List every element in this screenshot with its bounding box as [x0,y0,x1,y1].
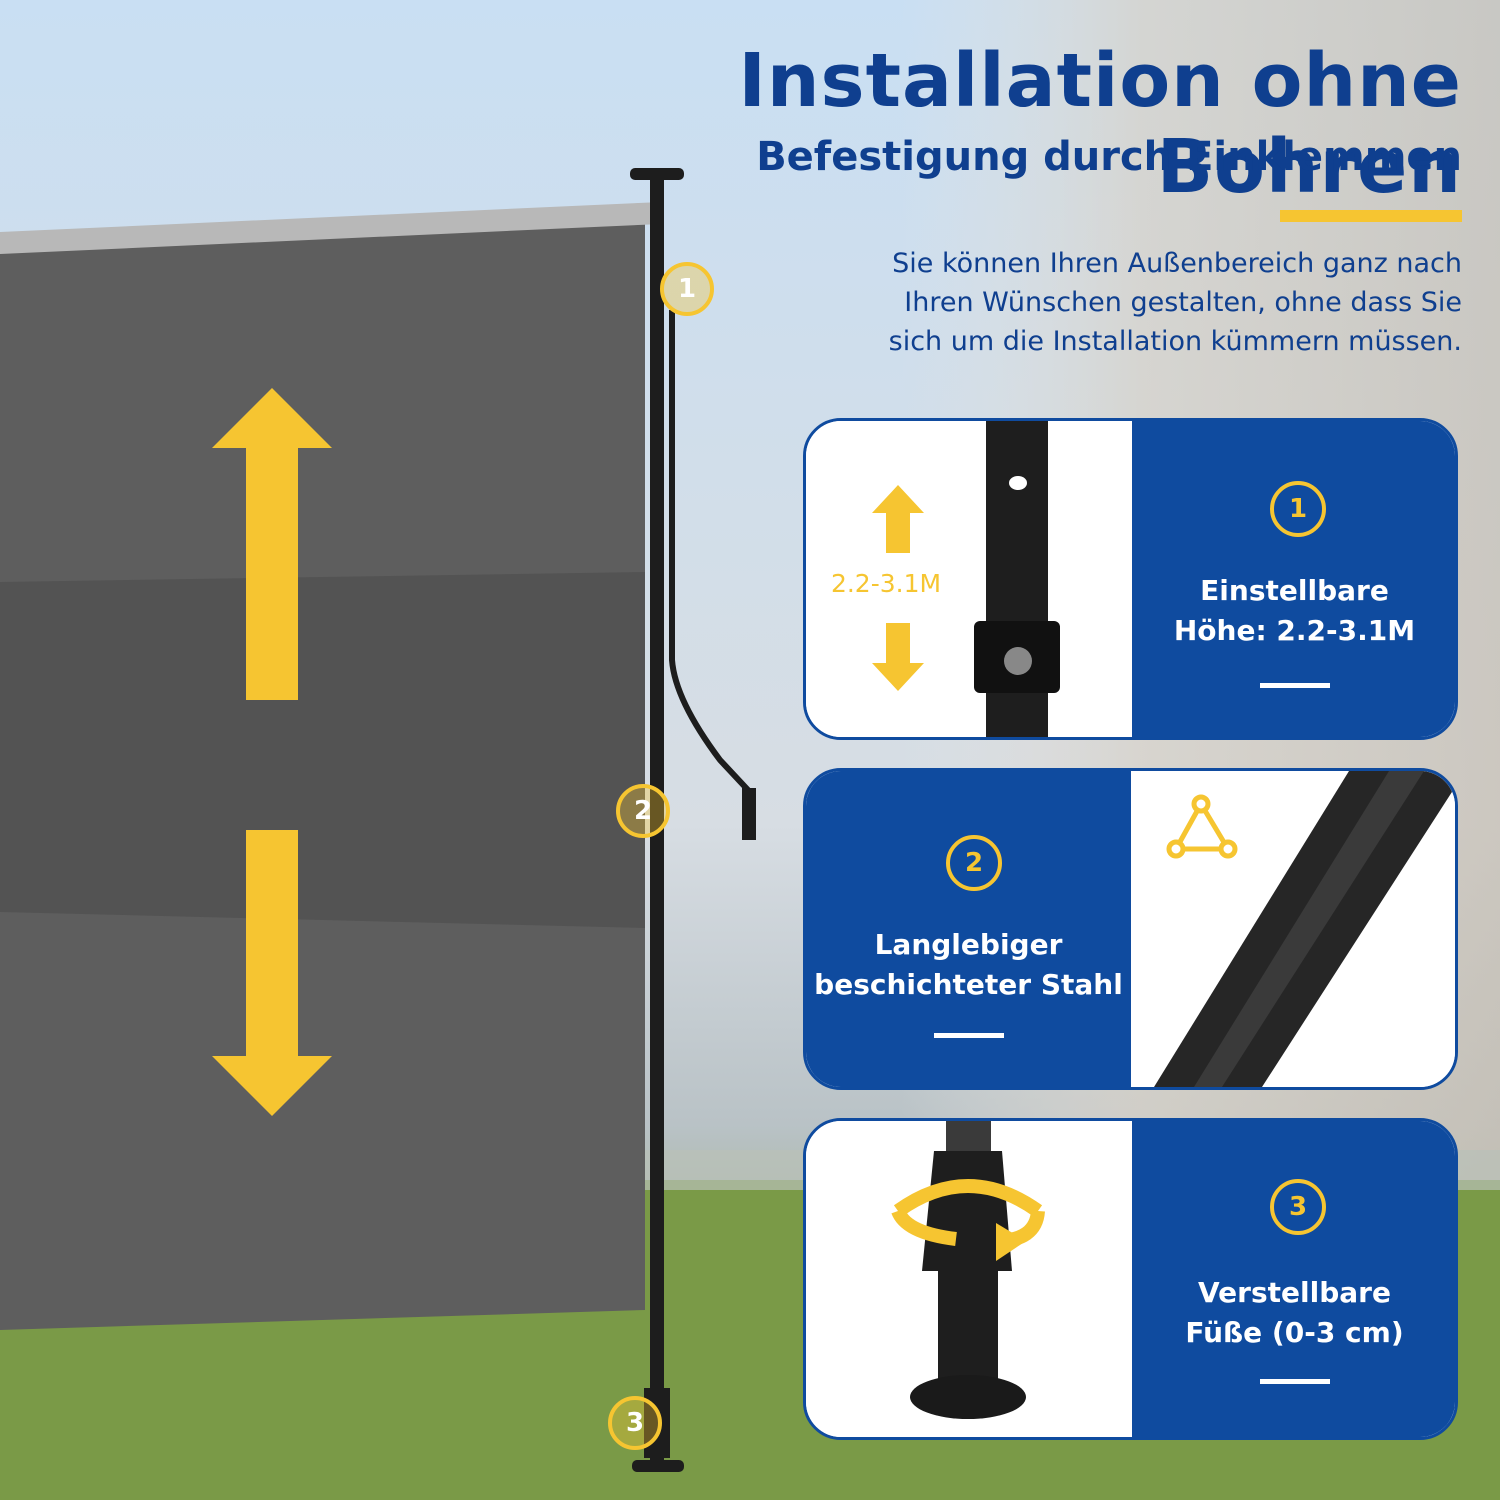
feature-text-panel: 1 Einstellbare Höhe: 2.2-3.1M [1132,421,1455,737]
description-line: Sie können Ihren Außenbereich ganz nach [892,248,1462,279]
height-arrow-up-icon [212,388,332,700]
description-line: Ihren Wünschen gestalten, ohne dass Sie [904,287,1462,318]
height-range-label: 2.2-3.1M [830,569,942,598]
feature-card-coated-steel: 2 Langlebiger beschichteter Stahl [803,768,1458,1090]
page-subtitle: Befestigung durch Einklemmen [756,134,1462,180]
feature-divider [1260,683,1330,688]
feature-image-telescopic-pole: 2.2-3.1M [806,421,1131,737]
feature-image-steel-tube [1134,771,1455,1087]
feature-label-line: Langlebiger [874,928,1063,961]
triangle-structure-icon [1154,771,1455,1087]
pole-marker-1: 1 [660,262,714,316]
privacy-screen [0,168,756,1472]
feature-text-panel: 2 Langlebiger beschichteter Stahl [806,771,1131,1087]
feature-text-panel: 3 Verstellbare Füße (0-3 cm) [1132,1121,1455,1437]
feature-label-line: Höhe: 2.2-3.1M [1173,614,1416,647]
description-line: sich um die Installation kümmern müssen. [888,326,1462,357]
feature-number-2: 2 [946,835,1002,891]
page-title: Installation ohne Bohren [738,38,1462,210]
feature-number-3: 3 [1270,1179,1326,1235]
pole-marker-2: 2 [616,784,670,838]
rotate-foot-icon [891,1121,1045,1419]
feature-card-adjustable-feet: 3 Verstellbare Füße (0-3 cm) [803,1118,1458,1440]
feature-divider [934,1033,1004,1038]
feature-label-line: Verstellbare [1198,1276,1391,1309]
feature-image-adjustable-foot [806,1121,1131,1437]
pole-marker-3: 3 [608,1396,662,1450]
telescopic-pole-icon [872,421,1060,737]
feature-label-line: Füße (0-3 cm) [1185,1316,1404,1349]
height-arrow-down-icon [212,830,332,1116]
description: Sie können Ihren Außenbereich ganz nach … [742,244,1462,361]
feature-label-line: beschichteter Stahl [814,968,1123,1001]
accent-bar [1280,210,1462,222]
feature-label-line: Einstellbare [1200,574,1389,607]
feature-number-1: 1 [1270,481,1326,537]
feature-card-adjustable-height: 2.2-3.1M 1 Einstellbare Höhe: 2.2-3.1M [803,418,1458,740]
feature-divider [1260,1379,1330,1384]
